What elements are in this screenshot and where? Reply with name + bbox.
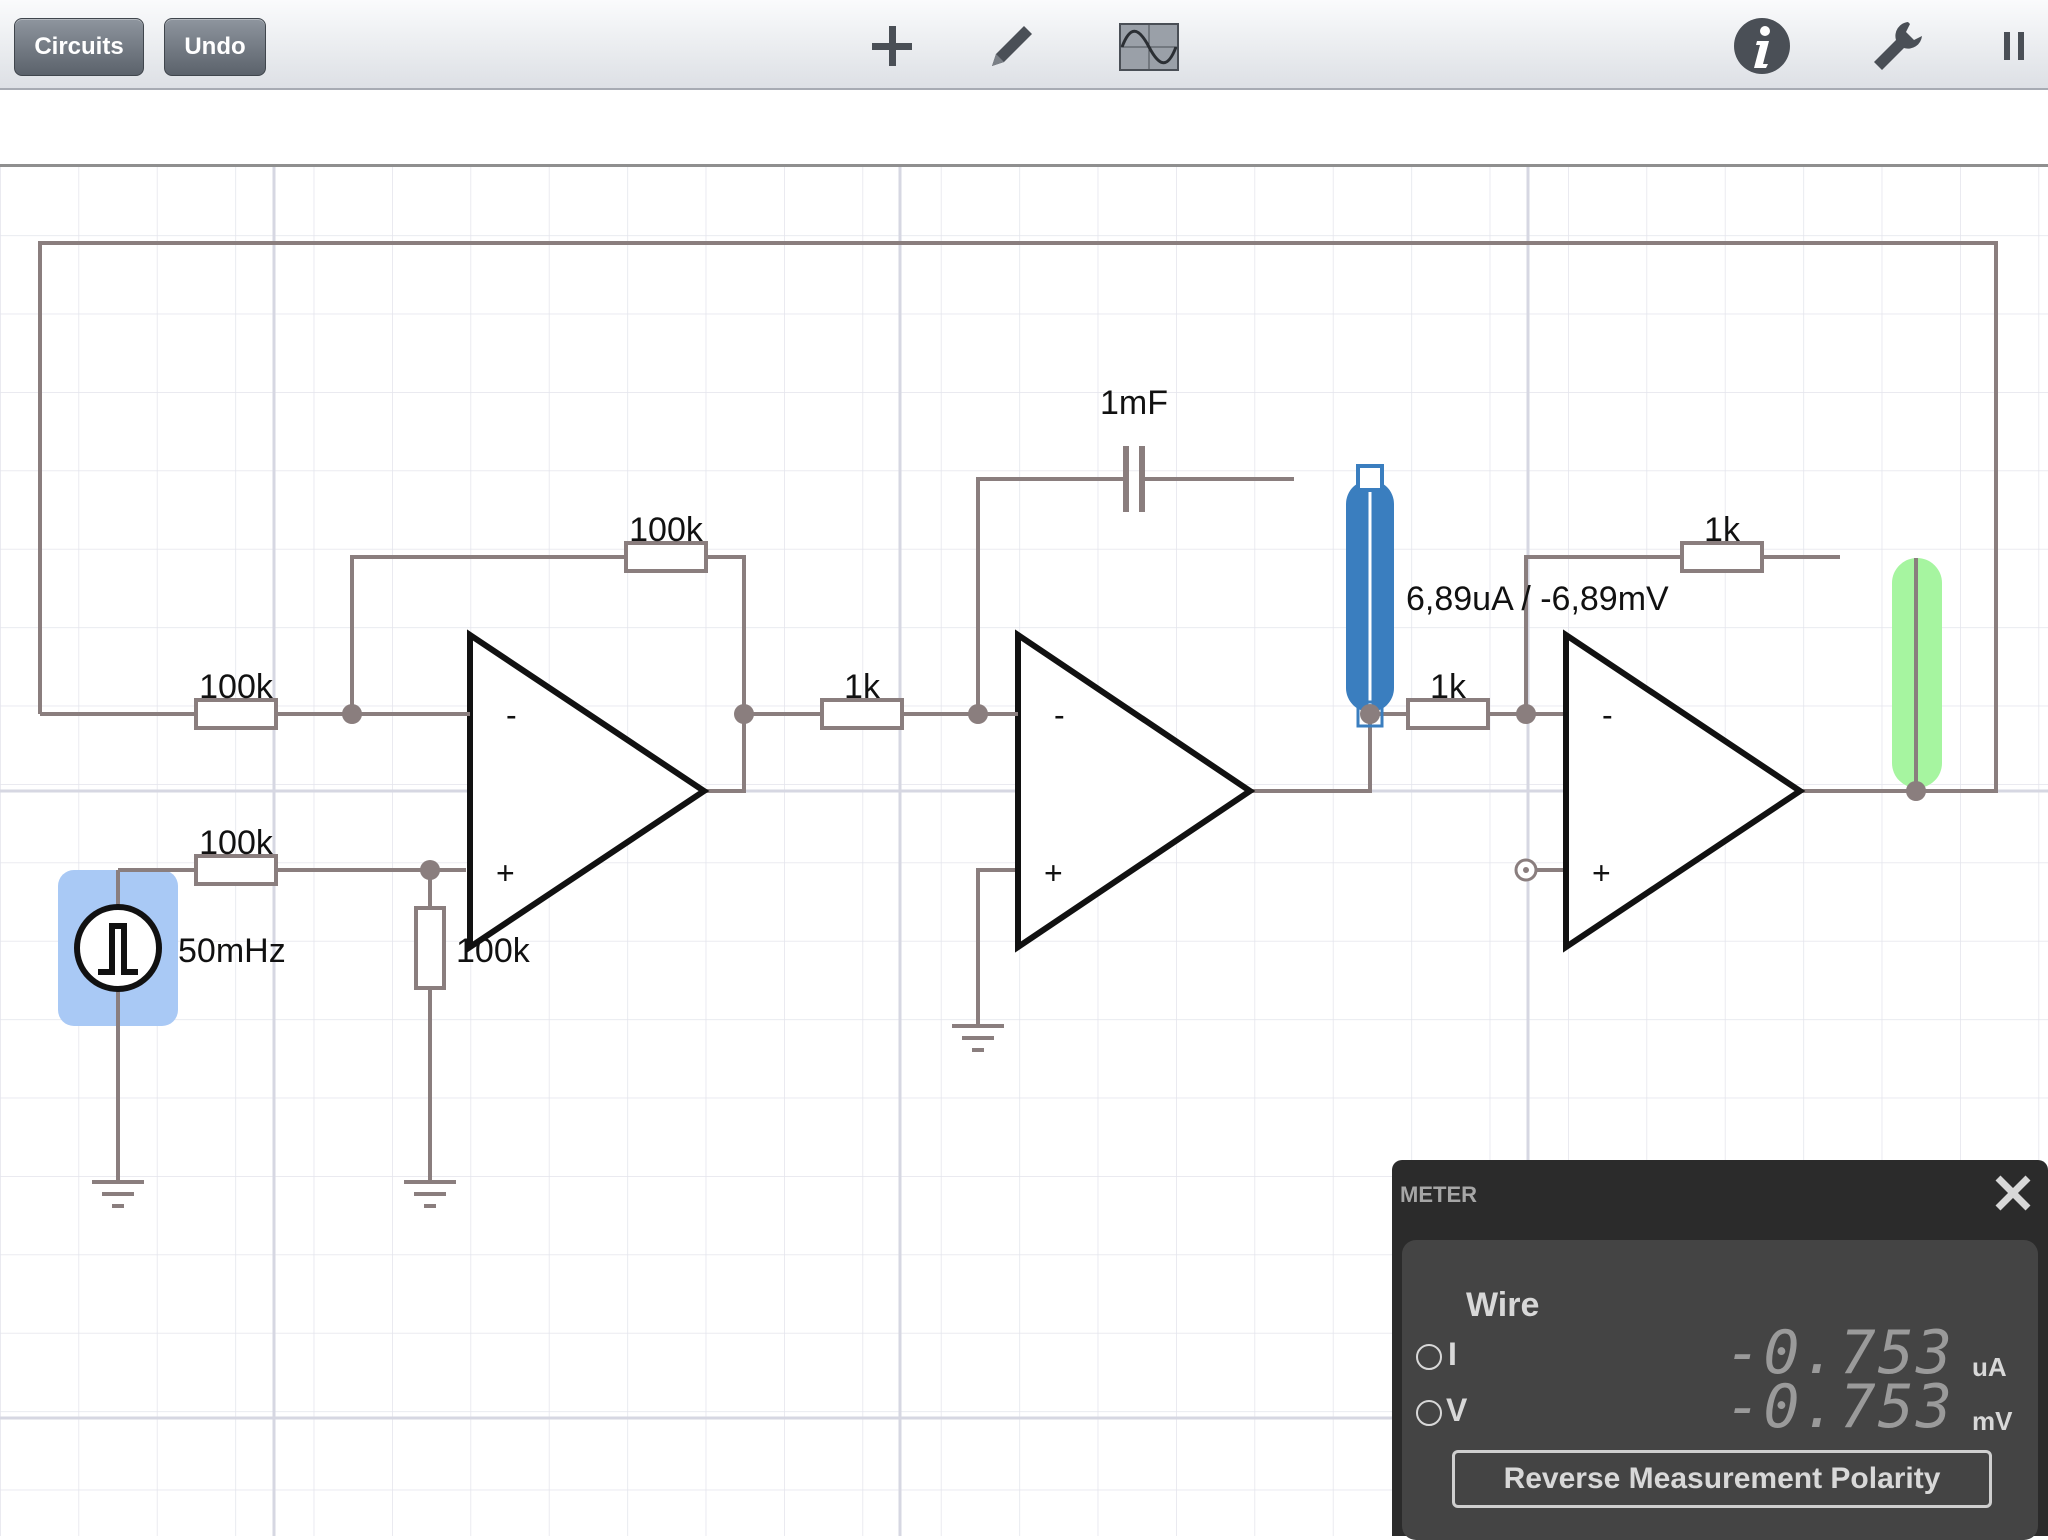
label-r-ground: 100k bbox=[456, 932, 531, 970]
label-r-in-top: 100k bbox=[199, 668, 274, 706]
wrench-icon[interactable] bbox=[1866, 14, 1930, 78]
svg-text:+: + bbox=[1044, 855, 1063, 891]
reverse-polarity-button[interactable]: Reverse Measurement Polarity bbox=[1452, 1450, 1992, 1508]
current-reading: -0.753 bbox=[1725, 1318, 1954, 1388]
close-icon[interactable] bbox=[1990, 1170, 2036, 1216]
meter-title: METER bbox=[1400, 1182, 1477, 1207]
opamps[interactable] bbox=[467, 629, 1806, 953]
voltage-reading: -0.753 bbox=[1725, 1372, 1954, 1442]
label-source-freq: 50mHz bbox=[178, 932, 286, 970]
svg-text:-: - bbox=[1054, 697, 1065, 733]
circuits-button[interactable]: Circuits bbox=[14, 18, 144, 76]
info-icon[interactable] bbox=[1730, 14, 1794, 78]
pause-icon[interactable] bbox=[1982, 14, 2046, 78]
wires[interactable] bbox=[38, 241, 1998, 1182]
label-capacitor: 1mF bbox=[1100, 384, 1168, 422]
current-radio[interactable] bbox=[1416, 1344, 1442, 1370]
voltage-radio[interactable] bbox=[1416, 1400, 1442, 1426]
resistors[interactable] bbox=[194, 541, 1764, 990]
meter-body: Wire I -0.753 uA V -0.753 mV Reverse Mea… bbox=[1402, 1240, 2038, 1540]
toolbar: Circuits Undo bbox=[0, 0, 2048, 90]
junction-dots bbox=[342, 704, 1926, 880]
meter-subject: Wire bbox=[1466, 1286, 1540, 1324]
plus-icon[interactable] bbox=[860, 14, 924, 78]
pencil-icon[interactable] bbox=[980, 14, 1044, 78]
current-label: I bbox=[1448, 1336, 1457, 1372]
label-r-in-bottom: 100k bbox=[199, 824, 274, 862]
wire-endpoint-handle[interactable] bbox=[1356, 700, 1384, 728]
capacitor[interactable] bbox=[1123, 446, 1145, 512]
meter-panel: METER Wire I -0.753 uA V -0.753 mV Rever… bbox=[1392, 1160, 2048, 1540]
square-wave-source[interactable] bbox=[74, 904, 162, 992]
voltage-label: V bbox=[1446, 1392, 1468, 1428]
label-r-stage2: 1k bbox=[844, 668, 881, 706]
svg-text:-: - bbox=[1602, 697, 1613, 733]
current-unit: uA bbox=[1972, 1352, 2007, 1382]
voltage-unit: mV bbox=[1972, 1406, 2013, 1436]
schematic[interactable]: 100k 100k 100k 100k 50mHz 1k 1mF 1k 1k 6… bbox=[0, 167, 2048, 1536]
opamp-terminal-labels: - + - + - + bbox=[496, 697, 1613, 891]
svg-text:+: + bbox=[496, 855, 515, 891]
probe-value: 6,89uA / -6,89mV bbox=[1406, 580, 1669, 618]
info-bar bbox=[0, 90, 2048, 167]
undo-button[interactable]: Undo bbox=[164, 18, 266, 76]
ground-symbols bbox=[92, 1024, 1004, 1208]
svg-text:+: + bbox=[1592, 855, 1611, 891]
label-r-stage3: 1k bbox=[1430, 668, 1467, 706]
label-r-feedback3: 1k bbox=[1704, 511, 1741, 549]
svg-text:-: - bbox=[506, 697, 517, 733]
label-r-feedback: 100k bbox=[629, 511, 704, 549]
wire-endpoint-handle[interactable] bbox=[1356, 464, 1384, 492]
scope-icon[interactable] bbox=[1116, 14, 1180, 78]
